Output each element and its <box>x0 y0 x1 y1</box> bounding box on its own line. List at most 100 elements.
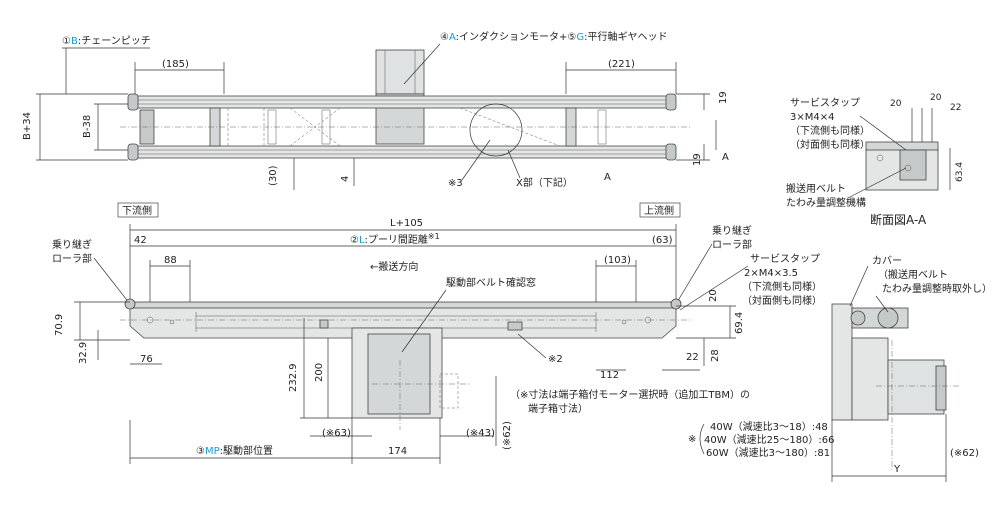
pulley-note: ※1 <box>428 232 440 241</box>
table-mark: ※ <box>688 434 696 445</box>
belt-pitch-num: ① <box>62 36 71 47</box>
dim-19b: 19 <box>692 153 703 166</box>
motor-num: ④ <box>440 32 449 43</box>
drive-code: MP <box>205 446 220 457</box>
sec-belt-adjust2: たわみ量調整機構 <box>786 196 866 209</box>
downstream-label: 下流側 <box>122 204 152 217</box>
side-belt-adjust2: たわみ量調整時取外し） <box>882 282 992 295</box>
drive-check-label: 駆動部ベルト確認窓 <box>446 276 536 289</box>
gear-code: G <box>576 32 584 43</box>
dim-76: 76 <box>140 354 153 365</box>
motor-text: :インダクションモータ+ <box>456 30 568 43</box>
note-3: ※3 <box>448 178 463 189</box>
motor-top-block <box>375 49 425 95</box>
pulley-text: :プーリ間距離 <box>365 233 428 246</box>
table-row1: 40W（減速比3～18）:48 <box>710 420 828 433</box>
dim-709: 70.9 <box>54 314 65 336</box>
dim-28: 28 <box>710 349 721 362</box>
dim-174: 174 <box>388 446 407 457</box>
drive-text: :駆動部位置 <box>220 444 273 457</box>
belt-pitch-label: ①B:チェーンピッチ <box>62 35 151 47</box>
dim-2329: 232.9 <box>288 363 299 392</box>
dim-694: 69.4 <box>734 312 745 334</box>
table-row3: 60W（減速比3～180）:81 <box>706 446 830 459</box>
side-motor <box>887 359 945 415</box>
terminal-note-2: 端子箱寸法） <box>528 402 588 415</box>
top-view: (185) (221) B+34 B-38 ①B:チェーンピッチ ④A:インダク… <box>22 30 729 190</box>
gear-text: :平行軸ギヤヘッド <box>584 30 667 43</box>
dim-19a: 19 <box>718 91 729 104</box>
gear-num: ⑤ <box>567 32 576 43</box>
pulley-label: ②L:プーリ間距離※1 <box>350 232 440 246</box>
lower-roller-right <box>665 143 677 161</box>
side-frame <box>831 303 853 421</box>
sec-service-tap: サービスタップ <box>790 97 860 109</box>
belt <box>129 301 677 309</box>
roller-right-2: ローラ部 <box>712 238 752 251</box>
dim-329: 32.9 <box>78 342 89 364</box>
motor-dim-table: ※ 40W（減速比3～18）:48 40W（減速比25～180）:66 60W（… <box>688 420 835 459</box>
dim-200: 200 <box>314 363 325 382</box>
upstream-label: 上流側 <box>644 204 674 217</box>
terminal-note-1: （※寸法は端子箱付モーター選択時（追加工TBM）の <box>510 388 750 401</box>
section-title: 断面図A-A <box>870 212 927 227</box>
dim-185: (185) <box>162 59 189 70</box>
upper-roller-right <box>665 93 677 111</box>
roller-left-2: ローラ部 <box>52 252 92 265</box>
dim-s43: (※43) <box>466 428 495 439</box>
roller-left-1: 乗り継ぎ <box>52 238 92 251</box>
section-mark-a2: A <box>604 172 611 183</box>
right-roller <box>670 298 682 310</box>
motor-label: ④A:インダクションモータ+⑤G:平行軸ギヤヘッド <box>440 30 667 43</box>
upper-roller-left <box>127 93 139 111</box>
sec-tap-note1: （下流側も同様） <box>790 124 870 137</box>
dim-221: (221) <box>608 59 635 70</box>
sec-dim-634: 63.4 <box>955 162 965 182</box>
pulley-num: ② <box>350 235 359 246</box>
upper-rail <box>134 95 672 109</box>
side-dim-s62: (※62) <box>950 448 979 459</box>
drive-pos-label: ③MP:駆動部位置 <box>196 444 273 457</box>
front-view: 下流側 上流側 L+105 ②L:プーリ間距離※1 42 (63) 88 (10… <box>52 202 822 464</box>
dim-103: (103) <box>604 255 631 266</box>
side-view: カバー （搬送用ベルト たわみ量調整時取外し） Y (※62) <box>831 255 992 482</box>
belt-pitch-text: :チェーンピッチ <box>78 35 151 47</box>
lower-rail <box>134 145 672 159</box>
dim-b34: B+34 <box>22 112 33 140</box>
front-tap-note1: （下流側も同様） <box>742 280 822 293</box>
dim-b38: B-38 <box>82 115 93 138</box>
sec-dim-20b: 20 <box>930 93 942 103</box>
belt-pitch-code: B <box>71 36 78 47</box>
detail-x-label: X部（下記） <box>516 176 573 189</box>
dim-42: 42 <box>134 235 147 246</box>
dim-88: 88 <box>164 255 177 266</box>
dim-112: 112 <box>600 370 619 381</box>
front-service-tap: サービスタップ <box>750 253 820 265</box>
motor-code: A <box>449 32 456 43</box>
pulley-code: L <box>359 235 365 246</box>
dim-l105: L+105 <box>390 218 423 229</box>
front-tap-spec: 2×M4×3.5 <box>744 268 798 279</box>
section-mark-a1: A <box>722 152 729 163</box>
left-roller <box>124 298 136 310</box>
downstream-box <box>117 202 159 218</box>
sec-tap-spec: 3×M4×4 <box>790 112 834 123</box>
upstream-box <box>639 202 681 218</box>
detail-x-circle <box>469 103 523 157</box>
side-belt-adjust1: （搬送用ベルト <box>878 268 948 281</box>
lower-roller-left <box>127 143 139 161</box>
roller-right-1: 乗り継ぎ <box>712 224 752 237</box>
dim-s63: (※63) <box>322 428 351 439</box>
table-row2: 40W（減速比25～180）:66 <box>704 433 835 446</box>
dim-4: 4 <box>340 176 351 182</box>
dim-30: (30) <box>268 165 279 186</box>
sec-dim-22: 22 <box>950 103 961 113</box>
dim-y: Y <box>893 464 901 475</box>
sec-dim-20a: 20 <box>890 99 902 109</box>
drive-num: ③ <box>196 446 205 457</box>
dim-20: 20 <box>708 289 719 302</box>
dim-63: (63) <box>652 235 673 246</box>
dim-s62: (※62) <box>502 421 513 450</box>
